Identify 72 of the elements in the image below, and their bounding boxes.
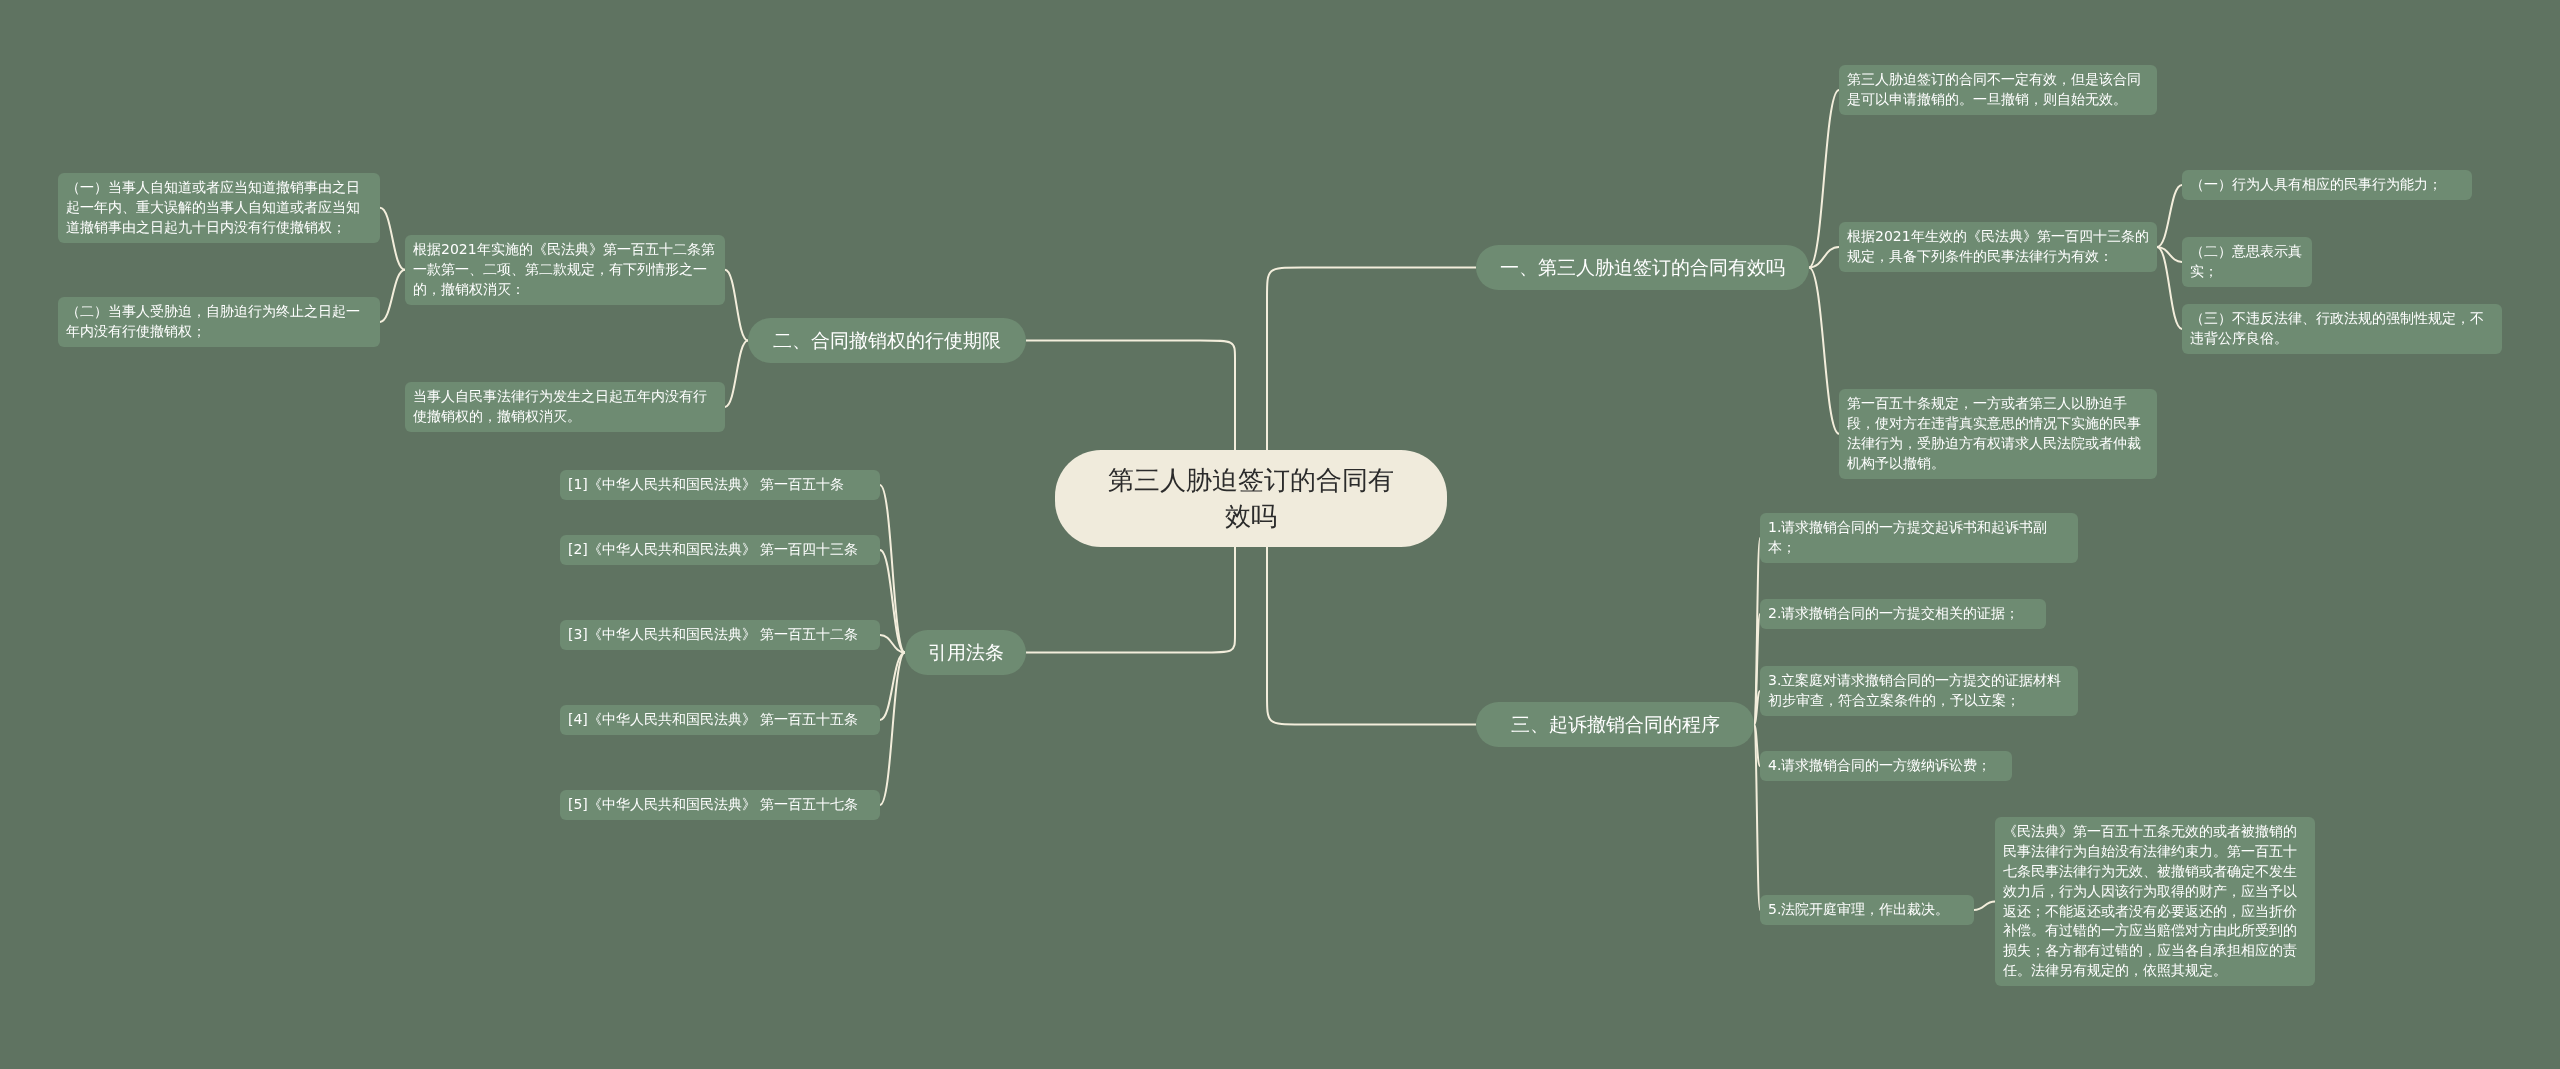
topic-text: （二）意思表示真实； [2190, 242, 2303, 281]
topic-box [560, 705, 880, 735]
branch-topic [1476, 702, 1754, 747]
topic-text: 第一百五十条规定，一方或者第三人以胁迫手段，使对方在违背真实意思的情况下实施的民事法律行为，受胁迫方有权请求人民法院或者仲裁机构予以撤销。 [1847, 394, 2142, 473]
topic-box [1839, 389, 2157, 479]
topic-text: （一）行为人具有相应的民事行为能力； [2190, 175, 2443, 194]
connector-line [879, 548, 906, 654]
branch-topic [1476, 245, 1809, 290]
topic-text: 1.请求撤销合同的一方提交起诉书和起诉书副本； [1768, 518, 2049, 557]
topic-box [1760, 599, 2046, 629]
topic-box [1839, 222, 2157, 272]
connector-line [1973, 900, 1996, 911]
topic-text: [2]《中华人民共和国民法典》 第一百四十三条 [568, 540, 860, 559]
topic-text: 三、起诉撤销合同的程序 [1509, 712, 1721, 737]
topic-box [560, 470, 880, 500]
topic-box [58, 297, 380, 347]
topic-box [405, 382, 725, 432]
topic-text: （三）不违反法律、行政法规的强制性规定，不违背公序良俗。 [2190, 309, 2485, 348]
topic-text: 一、第三人胁迫签订的合同有效吗 [1499, 255, 1786, 280]
topic-box [1760, 751, 2012, 781]
connector-line [879, 651, 906, 721]
connector-line [379, 206, 406, 271]
connector-line [1753, 689, 1761, 726]
topic-box [405, 235, 725, 305]
topic-text: 《民法典》第一百五十五条无效的或者被撤销的民事法律行为自始没有法律约束力。第一百五十七条民事法律行为无效、被撤销或者确定不发生效力后，行为人因该行为取得的财产，应当予以返还；不能返还或者没有必要返还的，应当折价补偿。有过错的一方应当赔偿对方由此所受到的损失；各方都有过错的，应当各自承担相应的责任。法律另有规定的，依照其规定。 [2003, 822, 2298, 981]
topic-text: 当事人自民事法律行为发生之日起五年内没有行使撤销权的，撤销权消灭。 [413, 387, 708, 426]
branch-topic [748, 318, 1026, 363]
connector-line [2156, 245, 2183, 330]
topic-text: 3.立案庭对请求撤销合同的一方提交的证据材料初步审查，符合立案条件的，予以立案； [1768, 671, 2063, 710]
connector-line [879, 633, 906, 654]
topic-text: [3]《中华人民共和国民法典》 第一百五十二条 [568, 625, 860, 644]
connector-line [2156, 183, 2183, 248]
branch-topic [905, 630, 1026, 675]
topic-text: 4.请求撤销合同的一方缴纳诉讼费； [1768, 756, 1993, 775]
topic-text: [1]《中华人民共和国民法典》 第一百五十条 [568, 475, 846, 494]
topic-box [1760, 666, 2078, 716]
topic-text: 5.法院开庭审理，作出裁决。 [1768, 900, 1951, 919]
connector-line [1808, 266, 1840, 435]
connector-line [379, 268, 406, 323]
connector-line [879, 651, 906, 806]
connector-line [1753, 723, 1761, 767]
topic-box [560, 535, 880, 565]
connector-line [1808, 245, 1840, 269]
topic-text: 第三人胁迫签订的合同不一定有效，但是该合同是可以申请撤销的。一旦撤销，则自始无效。 [1847, 70, 2142, 109]
connector-line [724, 339, 749, 408]
topic-text: 二、合同撤销权的行使期限 [772, 328, 1002, 353]
connector-line [879, 483, 906, 654]
connector-line [1025, 545, 1236, 654]
topic-text: 2.请求撤销合同的一方提交相关的证据； [1768, 604, 2021, 623]
topic-box [1760, 895, 1974, 925]
topic-box [1839, 65, 2157, 115]
topic-text: [5]《中华人民共和国民法典》 第一百五十七条 [568, 795, 860, 814]
topic-text: （一）当事人自知道或者应当知道撤销事由之日起一年内、重大误解的当事人自知道或者应当知道撤销事由之日起九十日内没有行使撤销权； [66, 178, 361, 237]
topic-text: 第三人胁迫签订的合同有效吗 [1107, 464, 1395, 534]
connector-line [1266, 266, 1477, 451]
connector-line [2156, 245, 2183, 263]
topic-box [2182, 170, 2472, 200]
topic-box [560, 790, 880, 820]
topic-text: 根据2021年生效的《民法典》第一百四十三条的规定，具备下列条件的民事法律行为有效： [1847, 227, 2149, 266]
connector-line [724, 268, 749, 342]
topic-text: 根据2021年实施的《民法典》第一百五十二条第一款第一、二项、第二款规定，有下列情形之一的，撤销权消灭： [413, 240, 716, 299]
topic-text: （二）当事人受胁迫，自胁迫行为终止之日起一年内没有行使撤销权； [66, 302, 361, 341]
connector-line [1025, 339, 1236, 451]
topic-box [1760, 513, 2078, 563]
topic-text: 引用法条 [926, 640, 1005, 665]
topic-box [58, 173, 380, 243]
connector-line [1808, 88, 1840, 269]
topic-box [560, 620, 880, 650]
connector-line [1266, 545, 1477, 726]
topic-text: [4]《中华人民共和国民法典》 第一百五十五条 [568, 710, 860, 729]
topic-box [2182, 304, 2502, 354]
topic-box [2182, 237, 2312, 287]
